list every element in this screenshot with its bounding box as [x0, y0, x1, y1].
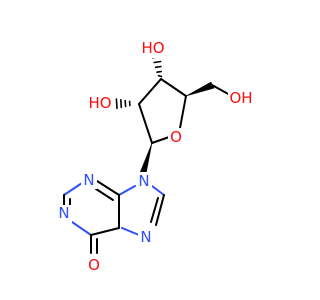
- bond-c4-n3-double: [95, 188, 114, 201]
- bond-n1-c6: [71, 221, 92, 236]
- atom-label-carbonyl-oxygen: O: [88, 256, 100, 274]
- bond-n9-c4: [118, 185, 136, 196]
- bond-c2-c1: [138, 103, 153, 144]
- bond-c8-n7-double: [150, 197, 159, 223]
- bond-c3-c2: [138, 78, 162, 105]
- bond-n3-c2: [63, 182, 83, 196]
- atom-label-oh-top: HO: [141, 39, 164, 57]
- bond-c5-oh: [211, 84, 231, 96]
- bond-oring-c4: [179, 95, 187, 129]
- bond-c3-c4: [160, 78, 187, 97]
- molecule-structure-diagram: HO HO OH O N N N N O: [56, 38, 254, 274]
- bonds: [63, 55, 231, 254]
- hashed-wedge-bond-c3-oh: [152, 55, 163, 78]
- atom-label-n3: N: [83, 171, 94, 189]
- atom-label-oh-left: HO: [88, 94, 111, 112]
- hashed-wedge-bond-c2-oh: [115, 98, 131, 110]
- bond-c6-c5: [90, 227, 120, 236]
- atom-label-n9: N: [138, 172, 149, 190]
- atom-labels: HO HO OH O N N N N O: [56, 38, 254, 274]
- bond-c8-n7: [155, 194, 165, 226]
- bond-n9-c8: [151, 185, 165, 196]
- wedge-bond-c1-n9: [139, 142, 153, 175]
- atom-label-n7: N: [140, 228, 151, 246]
- bond-n7-c5: [121, 227, 140, 236]
- atom-label-oh-right: OH: [229, 89, 252, 107]
- atom-label-ring-oxygen: O: [170, 128, 182, 146]
- atom-label-n1: N: [58, 204, 69, 222]
- wedge-bond-c4-c5: [185, 81, 215, 97]
- bond-c4-n3: [96, 180, 120, 196]
